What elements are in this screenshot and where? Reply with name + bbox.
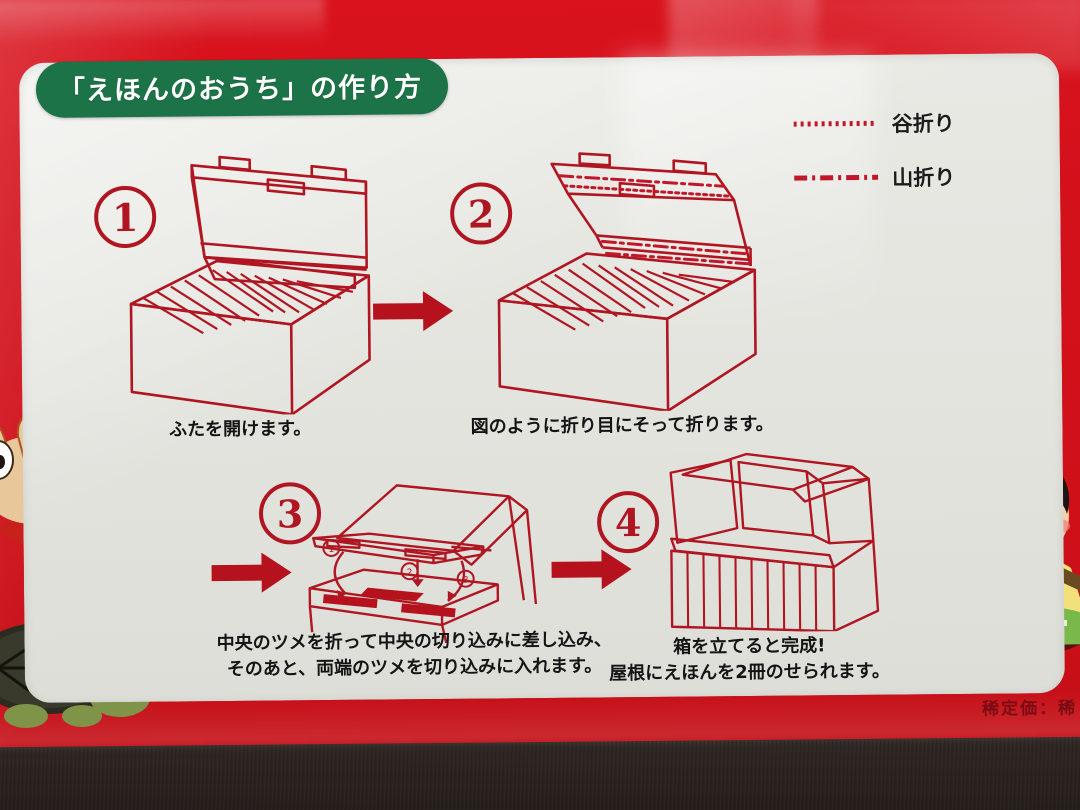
step-4: 4	[592, 445, 904, 684]
svg-text:3: 3	[463, 576, 469, 586]
arrow-step3-to-step4	[551, 549, 632, 590]
step-1-diagram	[129, 155, 371, 416]
step-1-caption: ふたを開けます。	[169, 418, 312, 441]
step-4-caption: 箱を立てると完成! 屋根にえほんを2冊のせられます。	[609, 635, 891, 685]
step-3-caption: 中央のツメを折って中央の切り込みに差し込み、 そのあと、両端のツメを切り込みに入…	[216, 629, 612, 681]
step-3: 3	[217, 468, 612, 680]
step-2-caption: 図のように折り目にそって折ります。	[470, 413, 774, 438]
legend-item-mountain-fold: 山折り	[794, 161, 1024, 193]
legend-item-valley-fold: 谷折り	[793, 107, 1023, 139]
step-2-diagram	[497, 152, 757, 413]
step-2: 2	[449, 148, 792, 438]
svg-text:1: 1	[328, 545, 334, 555]
fold-legend: 谷折り 山折り	[793, 107, 1024, 217]
step-4-diagram	[669, 452, 880, 633]
valley-fold-line-icon	[793, 120, 878, 127]
arrow-step1-to-step2	[373, 291, 454, 332]
step-3-diagram: 1 2 3	[308, 484, 538, 644]
step-1: 1	[88, 151, 420, 441]
arrow-step2-to-step3	[211, 552, 292, 593]
step-4-number: 4	[596, 490, 660, 554]
mountain-fold-line-icon	[794, 174, 879, 181]
svg-text:2: 2	[407, 568, 413, 578]
